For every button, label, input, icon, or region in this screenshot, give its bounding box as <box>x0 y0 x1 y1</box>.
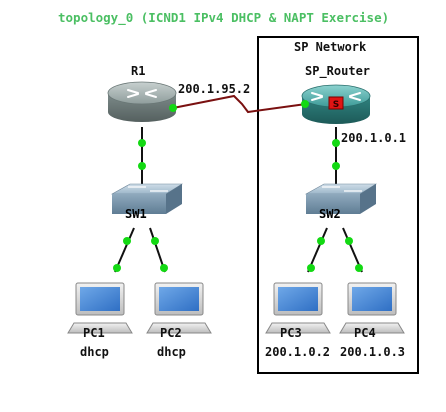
port-up-indicator <box>113 264 121 272</box>
monitor-screen-icon <box>80 287 120 311</box>
switch-sw1[interactable] <box>110 183 184 214</box>
pc1[interactable] <box>67 282 133 334</box>
topology-title: topology_0 (ICND1 IPv4 DHCP & NAPT Exerc… <box>58 10 390 25</box>
port-up-indicator <box>307 264 315 272</box>
port-up-indicator <box>332 162 340 170</box>
sp-network-frame <box>257 36 419 374</box>
port-up-indicator <box>123 237 131 245</box>
sp-router-ip-label: 200.1.0.1 <box>341 131 407 145</box>
router-arrows-icon <box>127 89 157 98</box>
switch-arrows-icon <box>128 186 168 192</box>
switch-sw2[interactable] <box>304 183 378 214</box>
monitor-screen-icon <box>159 287 199 311</box>
pc4[interactable] <box>339 282 405 334</box>
pc3[interactable] <box>265 282 331 334</box>
router-sp[interactable]: S <box>301 84 371 124</box>
pc2-address: dhcp <box>157 345 186 359</box>
switch-arrows-icon <box>322 186 362 192</box>
monitor-screen-icon <box>278 287 318 311</box>
sp-marker-glyph: S <box>333 100 339 110</box>
sw1-label: SW1 <box>125 207 147 221</box>
router-r1[interactable] <box>107 81 177 122</box>
port-up-indicator <box>169 104 177 112</box>
port-up-indicator <box>355 264 363 272</box>
port-up-indicator <box>151 237 159 245</box>
pc2-label: PC2 <box>160 326 182 340</box>
pc4-label: PC4 <box>354 326 376 340</box>
pc4-address: 200.1.0.3 <box>340 345 406 359</box>
port-up-indicator <box>332 139 340 147</box>
port-up-indicator <box>317 237 325 245</box>
router-arrows-icon <box>311 92 361 101</box>
r1-ip-label: 200.1.95.2 <box>178 82 251 96</box>
sw2-label: SW2 <box>319 207 341 221</box>
port-up-indicator <box>138 139 146 147</box>
port-up-indicator <box>138 162 146 170</box>
port-up-indicator <box>160 264 168 272</box>
port-up-indicator <box>301 100 309 108</box>
pc3-address: 200.1.0.2 <box>265 345 331 359</box>
pc1-address: dhcp <box>80 345 109 359</box>
r1-label: R1 <box>131 64 146 78</box>
sp-marker-icon <box>328 96 344 110</box>
pc2[interactable] <box>146 282 212 334</box>
pc3-label: PC3 <box>280 326 302 340</box>
monitor-screen-icon <box>352 287 392 311</box>
serial-link-r1-sp-router[interactable] <box>172 94 307 114</box>
sp-network-label: SP Network <box>294 40 367 54</box>
port-indicators <box>113 100 363 272</box>
pc1-label: PC1 <box>83 326 105 340</box>
port-up-indicator <box>345 237 353 245</box>
sp-router-label: SP_Router <box>305 64 371 78</box>
